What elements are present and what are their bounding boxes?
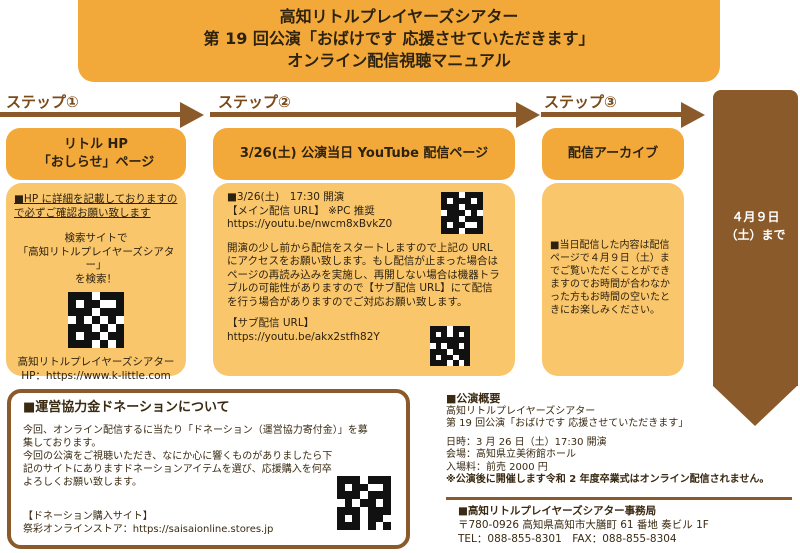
- hp-url[interactable]: HP：https://www.k-little.com: [21, 369, 171, 382]
- search-line-2: 「高知リトルプレイヤーズシアター」: [17, 245, 175, 272]
- step-2-header-text: 3/26(土) 公演当日 YouTube 配信ページ: [239, 146, 489, 161]
- office-title: ■高知リトルプレイヤーズシアター事務局: [458, 505, 657, 517]
- donation-site-label: 【ドネーション購入サイト】: [23, 511, 153, 522]
- step-1-header: リトル HP 「おしらせ」ページ: [6, 128, 186, 180]
- office-info: ■高知リトルプレイヤーズシアター事務局 〒780-0926 高知県高知市大膳町 …: [458, 504, 788, 546]
- title-line-1: 高知リトルプレイヤーズシアター: [279, 7, 519, 26]
- archive-deadline-box: ４月９日 （土）まで: [713, 90, 798, 386]
- search-line-3: を検索！: [75, 272, 117, 285]
- step-2-header: 3/26(土) 公演当日 YouTube 配信ページ: [213, 128, 515, 180]
- office-address: 〒780-0926 高知県高知市大膳町 61 番地 奏ビル 1F: [458, 519, 709, 531]
- sub-stream-label: 【サブ配信 URL】: [227, 317, 315, 329]
- step-1-header-line-1: リトル HP: [64, 137, 128, 152]
- step-2-arrow-line: [210, 112, 516, 117]
- overview-title: ■公演概要: [446, 392, 501, 405]
- step-1-header-line-2: 「おしらせ」ページ: [37, 155, 155, 170]
- step-1-panel: ■HP に詳細を記載しておりますので必ずご確認お願い致します 検索サイトで 「高…: [6, 183, 186, 382]
- office-divider: [446, 497, 792, 500]
- deadline-day: （土）まで: [725, 228, 786, 242]
- overview-org: 高知リトルプレイヤーズシアター: [446, 405, 596, 417]
- performance-overview: ■公演概要 高知リトルプレイヤーズシアター 第 19 回公演「おばけです 応援さ…: [446, 392, 786, 487]
- archive-description: ■当日配信した内容は配信ページで４月９日（土）までご覧いただくことができますので…: [550, 240, 670, 316]
- step-1-label: ステップ①: [6, 93, 79, 111]
- step-1-arrow-head-icon: [180, 101, 204, 128]
- office-phone-fax: TEL：088-855-8301 FAX：088-855-8304: [458, 533, 677, 545]
- main-stream-qr-code: [441, 192, 483, 234]
- step-3-header: 配信アーカイブ: [542, 128, 684, 180]
- step-2-label: ステップ②: [218, 93, 291, 111]
- step-3-arrow-line: [541, 112, 681, 117]
- donation-title: ■運営協力金ドネーションについて: [23, 400, 230, 415]
- main-stream-url[interactable]: https://youtu.be/nwcm8xBvkZ0: [227, 218, 393, 230]
- step-1-intro: ■HP に詳細を記載しておりますので必ずご確認お願い致します: [14, 193, 178, 219]
- deadline-arrow-icon: [713, 386, 797, 426]
- deadline-date: ４月９日: [731, 210, 780, 224]
- step-3-label: ステップ③: [544, 93, 617, 111]
- donation-qr-code: [337, 476, 391, 530]
- overview-venue: 会場：高知県立美術館ホール: [446, 449, 576, 460]
- hp-qr-code: [68, 292, 124, 348]
- sub-stream-url[interactable]: https://youtu.be/akx2stfh82Y: [227, 330, 380, 343]
- overview-fee: 入場料：前売 2000 円: [446, 461, 548, 473]
- broadcast-date: ■3/26(土) 17:30 開演: [227, 191, 345, 203]
- overview-show: 第 19 回公演「おばけです 応援させていただきます」: [446, 418, 689, 429]
- overview-datetime: 日時：3 月 26 日（土）17:30 開演: [446, 436, 607, 448]
- search-line-1: 検索サイトで: [64, 232, 128, 244]
- title-line-3: オンライン配信視聴マニュアル: [287, 51, 511, 70]
- step-1-arrow-line: [0, 112, 180, 117]
- donation-body-2: 今回の公演をご視聴いただき、なにか心に響くものがありましたら下記のサイトにありま…: [23, 451, 333, 488]
- step-3-panel: ■当日配信した内容は配信ページで４月９日（土）までご覧いただくことができますので…: [542, 183, 684, 376]
- search-instruction: 検索サイトで 「高知リトルプレイヤーズシアター」 を検索！: [14, 232, 178, 286]
- step-2-arrow-head-icon: [516, 101, 540, 128]
- donation-site-url[interactable]: 祭彩オンラインストア：https://saisaionline.stores.j…: [23, 524, 274, 535]
- overview-note: ※公演後に開催します令和 2 年度卒業式はオンライン配信されません。: [446, 474, 770, 485]
- donation-body-1: 今回、オンライン配信するに当たり「ドネーション（運営協力寄付金）」を募集しており…: [23, 425, 368, 449]
- hp-org-name: 高知リトルプレイヤーズシアター: [17, 356, 175, 368]
- step-3-header-text: 配信アーカイブ: [567, 146, 659, 161]
- title-line-2: 第 19 回公演「おばけです 応援させていただきます」: [203, 29, 595, 48]
- stream-instructions: 開演の少し前から配信をスタートしますので上記の URL にアクセスをお願い致しま…: [227, 241, 500, 308]
- main-stream-label: 【メイン配信 URL】 ※PC 推奨: [227, 204, 375, 217]
- donation-section: ■運営協力金ドネーションについて 今回、オンライン配信するに当たり「ドネーション…: [7, 389, 410, 549]
- step-3-arrow-head-icon: [681, 101, 705, 128]
- sub-stream-qr-code: [430, 326, 470, 366]
- manual-title: 高知リトルプレイヤーズシアター 第 19 回公演「おばけです 応援させていただき…: [78, 0, 720, 82]
